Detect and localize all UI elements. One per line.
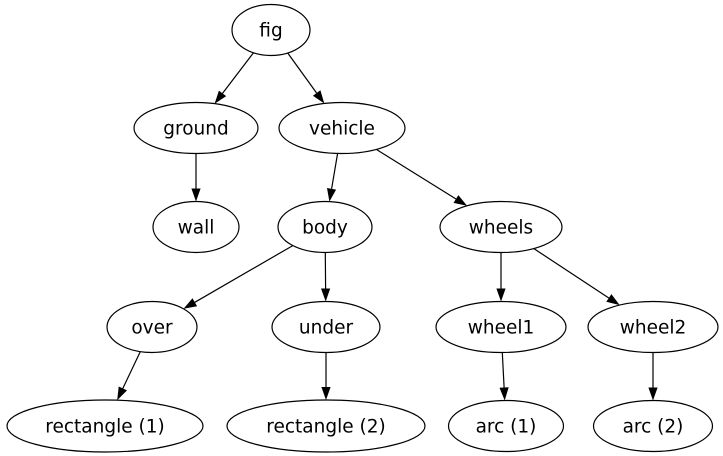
node-under: under (271, 300, 381, 354)
edge-vehicle-wheels (375, 148, 467, 206)
arrowhead-icon (496, 288, 506, 302)
arrowhead-icon (321, 387, 331, 400)
node-fig: fig (231, 3, 311, 57)
node-wheels: wheels (439, 200, 563, 254)
edge-line (533, 247, 610, 299)
node-label: over (131, 318, 173, 339)
node-vehicle: vehicle (278, 101, 406, 155)
node-label: wheel2 (620, 318, 687, 339)
arrowhead-icon (117, 386, 127, 401)
node-label: rectangle (1) (45, 417, 164, 438)
edge-wheel2-arc2 (648, 352, 658, 401)
node-arc2: arc (2) (592, 399, 714, 453)
arrowhead-icon (183, 298, 198, 309)
node-wheel1: wheel1 (435, 300, 567, 354)
edge-fig-ground (214, 52, 254, 104)
arrowhead-icon (606, 294, 620, 306)
node-ellipse (133, 101, 259, 155)
node-ellipse (231, 3, 311, 57)
edge-line (331, 153, 339, 189)
node-ellipse (6, 399, 204, 453)
arrowhead-icon (499, 387, 509, 401)
node-ellipse (592, 399, 714, 453)
node-label: under (299, 318, 354, 339)
node-label: wheels (469, 218, 533, 239)
node-body: body (277, 200, 373, 254)
edge-body-under (321, 252, 331, 302)
arrowhead-icon (191, 188, 201, 202)
arrowhead-icon (312, 90, 325, 104)
node-ellipse (152, 200, 240, 254)
arrowhead-icon (453, 195, 467, 206)
edge-wheels-wheel2 (533, 247, 620, 306)
node-ground: ground (133, 101, 259, 155)
node-label: body (302, 218, 348, 239)
edge-wheels-wheel1 (496, 252, 506, 302)
node-ellipse (447, 399, 565, 453)
node-label: arc (1) (476, 417, 537, 438)
edge-line (375, 148, 457, 200)
edge-line (501, 352, 505, 388)
edge-under-rect2 (321, 352, 331, 400)
node-label: wall (178, 218, 215, 239)
node-ellipse (587, 300, 719, 354)
node-rect1: rectangle (1) (6, 399, 204, 453)
arrowhead-icon (327, 188, 337, 202)
node-label: arc (2) (623, 417, 684, 438)
node-label: ground (163, 119, 228, 140)
arrowhead-icon (321, 288, 331, 302)
edge-body-over (183, 245, 294, 309)
node-label: rectangle (2) (266, 417, 385, 438)
node-rect2: rectangle (2) (226, 399, 426, 453)
node-wall: wall (152, 200, 240, 254)
edge-over-rect1 (117, 351, 141, 401)
edge-ground-wall (191, 153, 201, 202)
node-ellipse (435, 300, 567, 354)
edge-vehicle-body (327, 153, 339, 202)
node-label: fig (259, 21, 282, 42)
arrowhead-icon (648, 387, 658, 401)
node-arc1: arc (1) (447, 399, 565, 453)
edge-line (122, 351, 141, 389)
edge-fig-vehicle (287, 52, 325, 104)
edge-line (287, 52, 318, 94)
edge-line (222, 52, 254, 94)
node-ellipse (271, 300, 381, 354)
node-ellipse (439, 200, 563, 254)
node-ellipse (277, 200, 373, 254)
node-label: wheel1 (468, 318, 535, 339)
arrowhead-icon (214, 90, 227, 104)
node-label: vehicle (309, 119, 375, 140)
node-ellipse (106, 300, 198, 354)
node-wheel2: wheel2 (587, 300, 719, 354)
node-ellipse (278, 101, 406, 155)
node-ellipse (226, 399, 426, 453)
edge-line (194, 245, 294, 303)
edge-wheel1-arc1 (499, 352, 509, 401)
node-over: over (106, 300, 198, 354)
